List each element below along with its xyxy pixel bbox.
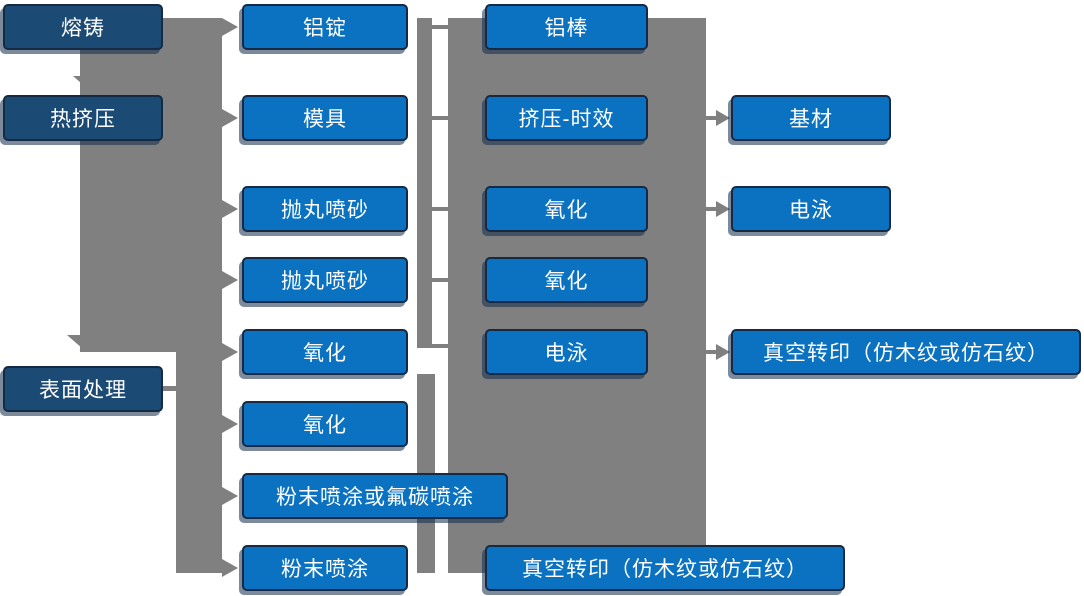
arm-to-base-material xyxy=(706,116,718,120)
node-hot-extrusion: 热挤压 xyxy=(3,95,163,141)
node-vacuum-transfer-print-1: 真空转印（仿木纹或仿石纹） xyxy=(485,545,845,591)
node-shot-blasting-1: 抛丸喷砂 xyxy=(242,186,408,232)
tick-connector xyxy=(432,207,448,211)
tick-connector xyxy=(432,344,448,348)
node-vacuum-transfer-print-2: 真空转印（仿木纹或仿石纹） xyxy=(731,329,1081,375)
arrow-to-shot-blasting-2 xyxy=(222,271,238,289)
node-melt-casting: 熔铸 xyxy=(3,4,163,50)
arrow-down-to-hot-extrusion xyxy=(73,76,105,90)
arrow-to-oxidation-1 xyxy=(222,343,238,361)
flow-band-main xyxy=(80,18,222,352)
node-electrophoresis-2: 电泳 xyxy=(731,186,891,232)
arrow-to-aluminum-ingot xyxy=(222,18,238,36)
node-powder-coating: 粉末喷涂 xyxy=(242,545,408,591)
node-extrusion-aging: 挤压-时效 xyxy=(485,95,648,141)
arrow-to-powder-coating xyxy=(222,559,238,577)
tick-connector xyxy=(432,25,448,29)
node-oxidation-3: 氧化 xyxy=(485,186,648,232)
flow-stub-surface-treatment xyxy=(163,386,177,391)
arrow-to-oxidation-2 xyxy=(222,415,238,433)
arm-to-electrophoresis-2 xyxy=(706,207,718,211)
node-base-material: 基材 xyxy=(731,95,891,141)
node-oxidation-2: 氧化 xyxy=(242,401,408,447)
tick-connector xyxy=(432,116,448,120)
node-aluminum-ingot: 铝锭 xyxy=(242,4,408,50)
arm-to-vacuum-transfer-print-2 xyxy=(706,350,718,354)
node-mold: 模具 xyxy=(242,95,408,141)
node-shot-blasting-2: 抛丸喷砂 xyxy=(242,257,408,303)
node-powder-or-fluorocarbon-coating: 粉末喷涂或氟碳喷涂 xyxy=(242,473,508,519)
node-oxidation-1: 氧化 xyxy=(242,329,408,375)
node-surface-treatment: 表面处理 xyxy=(3,366,163,412)
flow-band-lower-left xyxy=(176,352,222,573)
node-aluminum-rod: 铝棒 xyxy=(485,4,648,50)
arrow-to-vacuum-transfer-print-2 xyxy=(716,344,730,360)
arrow-to-powder-or-fluorocarbon-coating xyxy=(222,487,238,505)
arrow-down-to-surface-treatment xyxy=(67,335,99,349)
arrow-to-electrophoresis-2 xyxy=(716,201,730,217)
flow-bar-mid-upper xyxy=(417,18,432,348)
arrow-to-mold xyxy=(222,109,238,127)
arrow-to-base-material xyxy=(716,110,730,126)
node-oxidation-4: 氧化 xyxy=(485,257,648,303)
arrow-to-shot-blasting-1 xyxy=(222,200,238,218)
node-electrophoresis-1: 电泳 xyxy=(485,329,648,375)
tick-connector xyxy=(432,278,448,282)
